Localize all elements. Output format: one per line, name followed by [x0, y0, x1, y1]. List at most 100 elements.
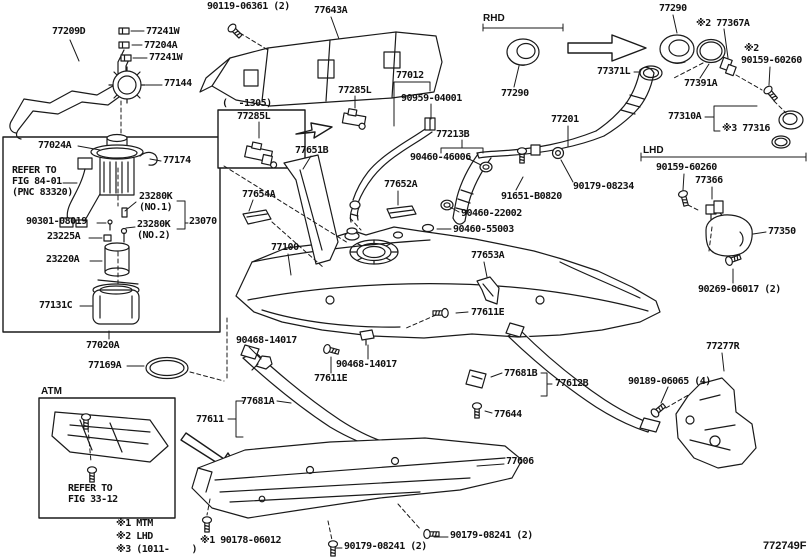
label-tag-lhd: LHD: [643, 145, 664, 156]
tank-protector-77652A: [386, 205, 417, 219]
label-23280K-2b: (NO.2): [137, 230, 171, 241]
label-77653A: 77653A: [471, 250, 505, 261]
label-refer2-2: FIG 33-12: [68, 494, 118, 505]
label-23280K-1a: 23280K: [139, 191, 173, 202]
label-77612B: 77612B: [555, 378, 589, 389]
label-23280K-2a: 23280K: [137, 219, 171, 230]
label-77310A: 77310A: [668, 111, 702, 122]
label-23070: 23070: [189, 216, 217, 227]
label-90179-08241-a: 90179-08241 (2): [344, 541, 427, 552]
label-77213B: 77213B: [436, 129, 470, 140]
label-77144: 77144: [164, 78, 192, 89]
label-77201: 77201: [551, 114, 579, 125]
tank-gasket-ring: [145, 356, 189, 380]
pipe-bracket: [199, 31, 443, 107]
label-90460-55003: 90460-55003: [453, 224, 514, 235]
label-90119-06361: 90119-06361 (2): [207, 1, 290, 12]
label-77174: 77174: [163, 155, 191, 166]
label-90460-46006: 90460-46006: [410, 152, 471, 163]
label-refer1-1: REFER TO: [12, 165, 57, 176]
label-77611: 77611: [196, 414, 224, 425]
label-77290-rhd: 77290: [501, 88, 529, 99]
label-77681B: 77681B: [504, 368, 538, 379]
bracket-lines: [176, 23, 807, 438]
label-77241W-2: 77241W: [149, 52, 183, 63]
tube-clamp-cluster-b: [244, 141, 278, 169]
tube-clamp-cluster-a: [341, 108, 367, 130]
label-23280K-1b: (NO.1): [139, 202, 173, 213]
label-90468-14017-b: 90468-14017: [336, 359, 397, 370]
label-production-range: ( -1305): [222, 98, 272, 109]
label-77606: 77606: [506, 456, 534, 467]
label-90179-08234: 90179-08234: [573, 181, 634, 192]
label-77241W-1: 77241W: [146, 26, 180, 37]
label-note2: ※2 LHD: [116, 531, 153, 542]
label-90159-60260-a: 90159-60260: [741, 55, 802, 66]
breather-tube: [349, 117, 436, 223]
fuel-pump-module: [59, 133, 158, 325]
label-77277R: 77277R: [706, 341, 740, 352]
label-77643A: 77643A: [314, 5, 348, 16]
fuel-tube-set: [9, 27, 132, 140]
band-foot-77681B: [465, 369, 487, 389]
label-90460-22002: 90460-22002: [461, 208, 522, 219]
label-77611E-b: 77611E: [314, 373, 348, 384]
label-refer1-2: FIG 84-01: [12, 176, 62, 187]
leader-lines: [62, 14, 771, 549]
lhd-valve-group: [677, 189, 753, 267]
label-77285L-a: 77285L: [338, 85, 372, 96]
label-90189-06065: 90189-06065 (4): [628, 376, 711, 387]
label-23225A: 23225A: [47, 231, 81, 242]
label-77204A: 77204A: [144, 40, 178, 51]
label-tag-rhd: RHD: [483, 13, 505, 24]
label-90301-08019: 90301-08019: [26, 216, 87, 227]
label-77654A: 77654A: [242, 189, 276, 200]
label-note3: ※3 (1011- ): [116, 544, 198, 555]
label-90468-14017-a: 90468-14017: [236, 335, 297, 346]
label-77350: 77350: [768, 226, 796, 237]
label-77285L-b: 77285L: [237, 111, 271, 122]
label-90959-04001: 90959-04001: [401, 93, 462, 104]
tank-protector-77651B: [283, 154, 339, 265]
fuel-cap-assembly: [639, 34, 804, 149]
label-90159-60260-b: 90159-60260: [656, 162, 717, 173]
label-77366: 77366: [695, 175, 723, 186]
tank-protector-77654A: [242, 209, 272, 225]
dashed-construction-lines: [87, 32, 787, 541]
label-77024A: 77024A: [38, 140, 72, 151]
label-77020A: 77020A: [86, 340, 120, 351]
label-77611E-a: 77611E: [471, 307, 505, 318]
label-23220A: 23220A: [46, 254, 80, 265]
label-tag-atm: ATM: [41, 386, 62, 397]
label-note-2-bolt: ※2: [744, 43, 759, 54]
lock-ring: [108, 66, 146, 104]
label-77644: 77644: [494, 409, 522, 420]
fuel-cap-rhd: [506, 38, 540, 66]
filler-hose: [440, 147, 528, 225]
label-77169A: 77169A: [88, 360, 122, 371]
label-note1: ※1 MTM: [116, 518, 153, 529]
label-77100: 77100: [271, 242, 299, 253]
filler-pipe: [476, 66, 655, 160]
label-77131C: 77131C: [39, 300, 73, 311]
label-refer2-1: REFER TO: [68, 483, 113, 494]
label-90179-08241-b: 90179-08241 (2): [450, 530, 533, 541]
tank-band-right: [505, 322, 661, 433]
label-90269-06017: 90269-06017 (2): [698, 284, 781, 295]
label-77290-top: 77290: [659, 3, 687, 14]
label-77391A: 77391A: [684, 78, 718, 89]
support-bracket: [649, 377, 757, 469]
tank-protector-77653A: [476, 276, 500, 305]
label-77651B: 77651B: [295, 145, 329, 156]
label-77209D: 77209D: [52, 26, 86, 37]
label-refer1-3: (PNC 83320): [12, 187, 73, 198]
label-77316: ※3 77316: [722, 123, 770, 134]
label-77012: 77012: [396, 70, 424, 81]
strap-fasteners: [251, 307, 483, 419]
label-diagram-code: 772749F: [763, 540, 807, 552]
label-90178-06012: ※1 90178-06012: [200, 535, 282, 546]
label-77681A: 77681A: [241, 396, 275, 407]
